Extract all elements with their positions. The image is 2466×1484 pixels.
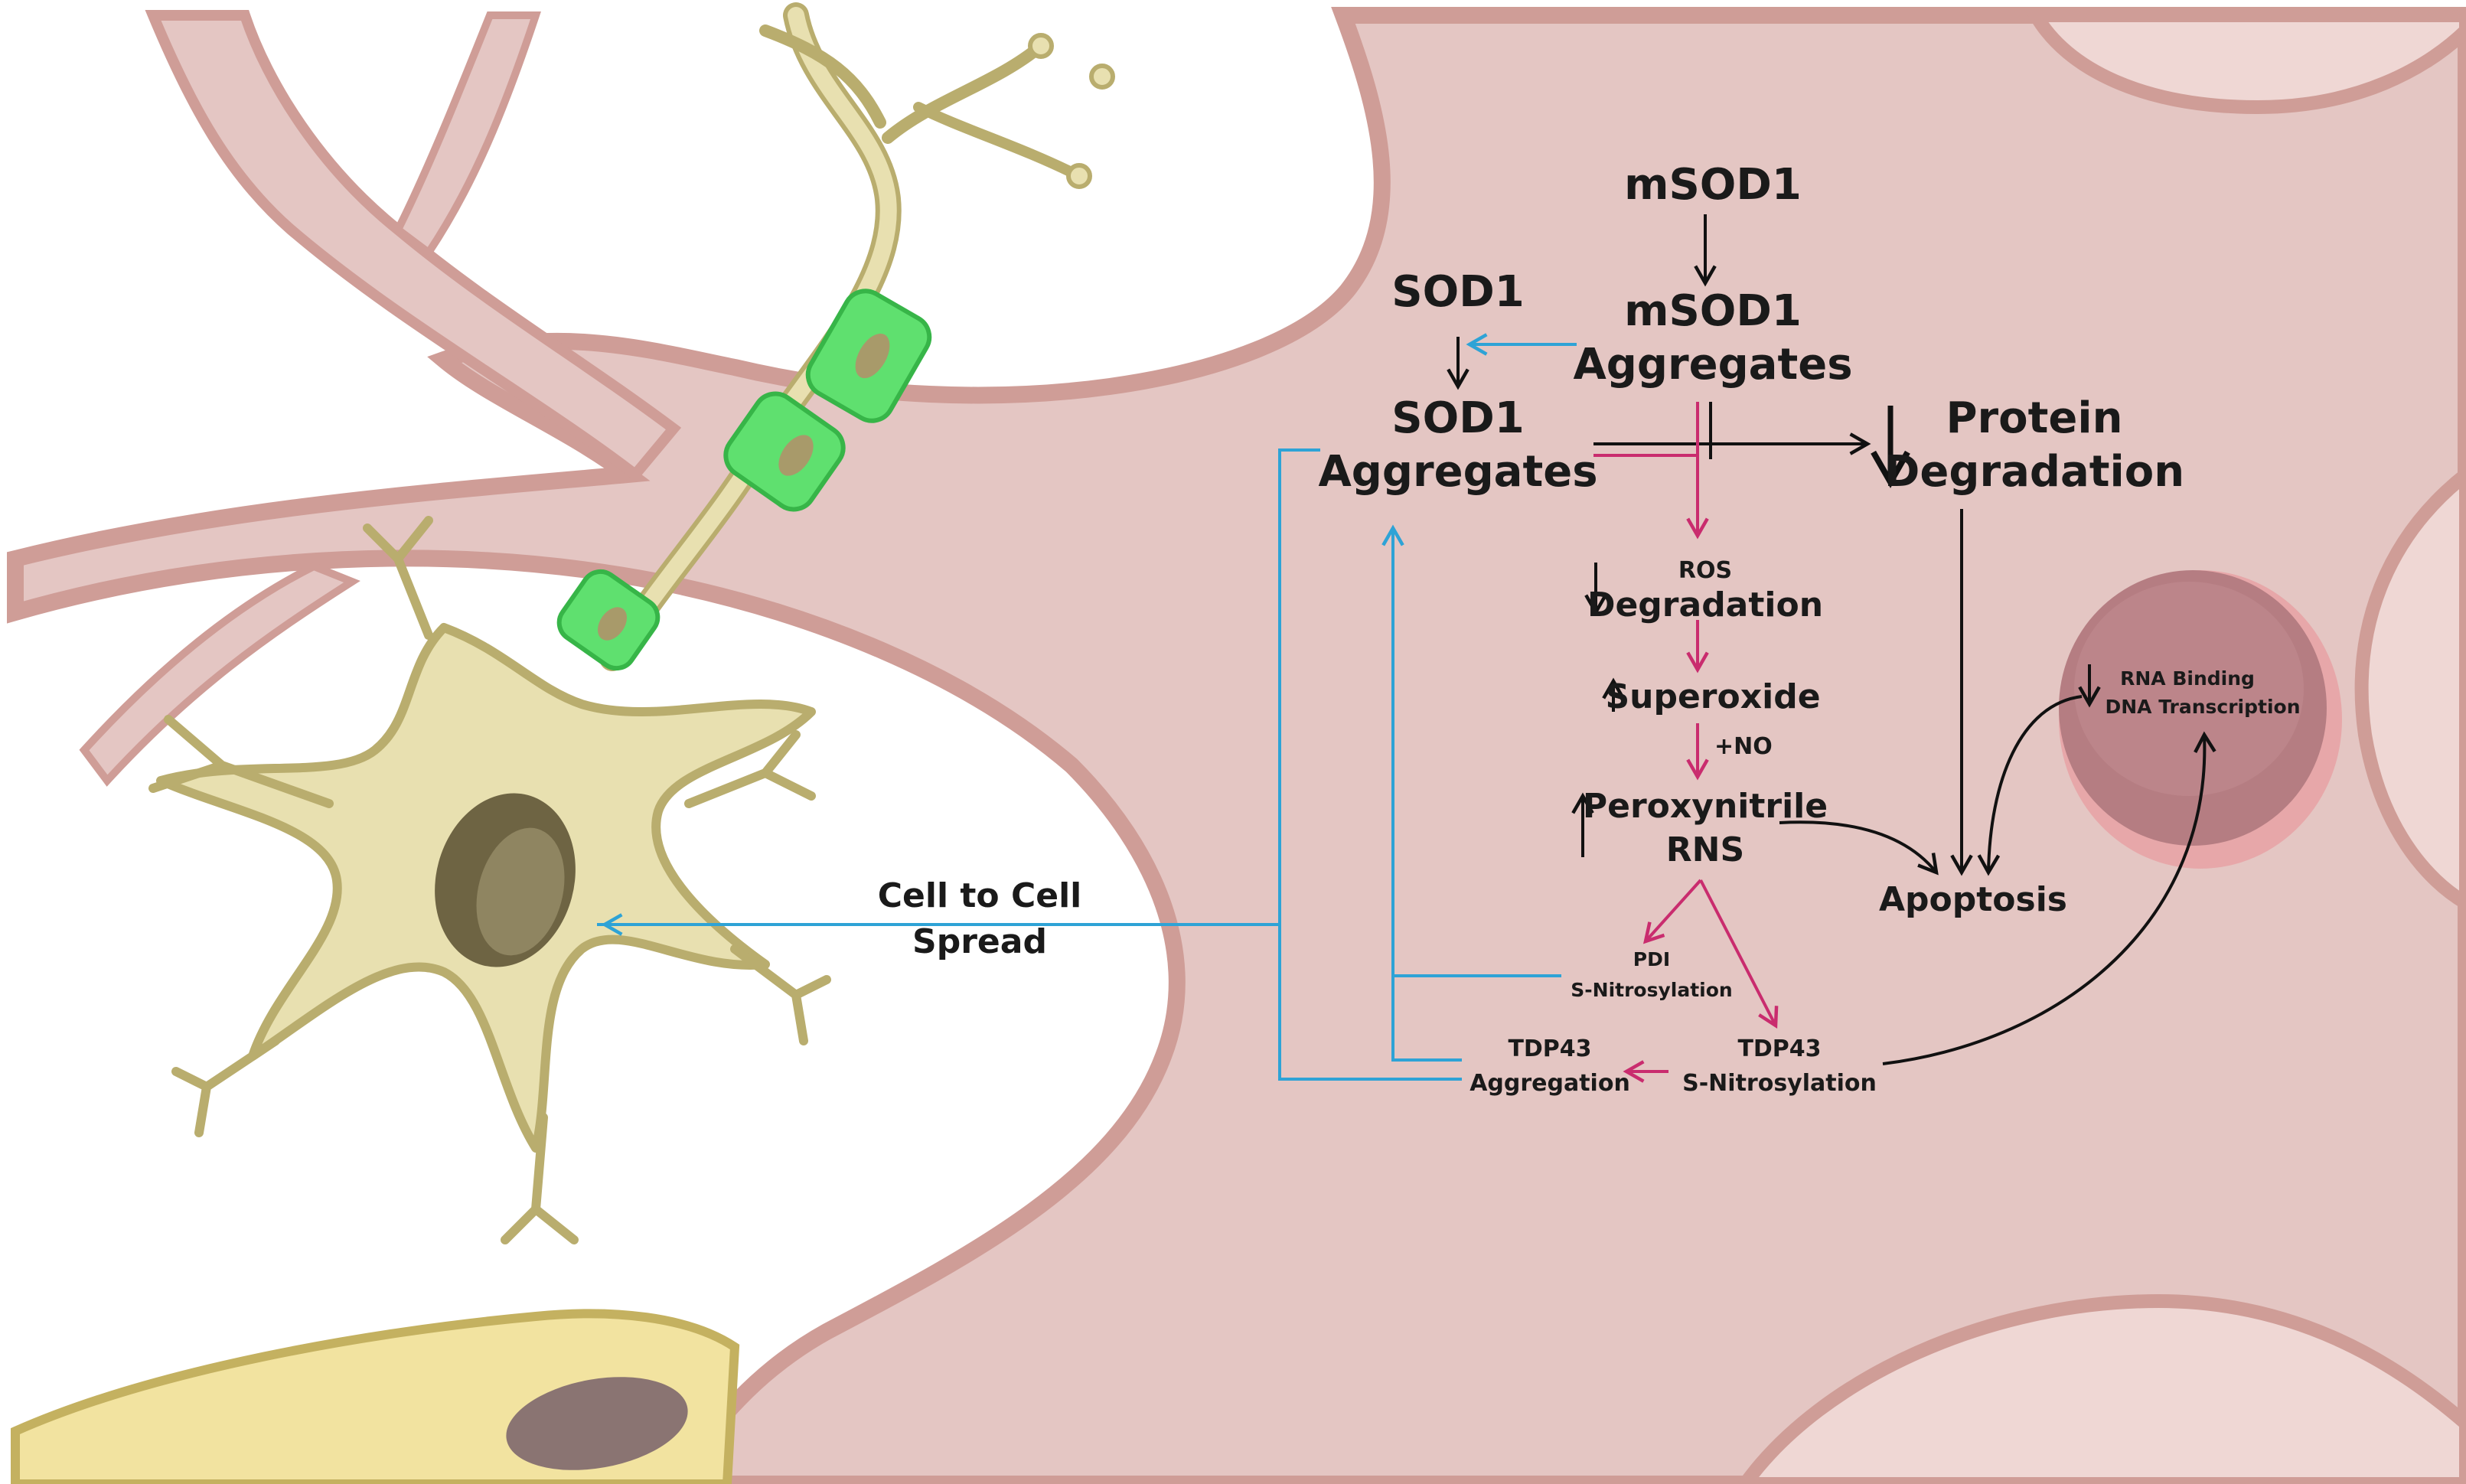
motor-neuron-body	[6, 7, 2466, 1484]
label-apoptosis: Apoptosis	[1879, 880, 2067, 919]
label-superoxide: Superoxide	[1605, 677, 1820, 716]
label-cell-to-cell-2: Spread	[912, 922, 1047, 961]
arrow-tdp43-to-nucleus	[1882, 731, 2216, 1065]
label-peroxynitrile-1: Peroxynitrile	[1583, 787, 1828, 826]
label-dna-transcription: DNA Transcription	[2105, 696, 2300, 718]
label-ros-1: ROS	[1678, 557, 1732, 584]
label-peroxynitrile-2: RNS	[1666, 830, 1744, 869]
pathway-arrows	[597, 214, 2216, 1083]
axon-with-myelin	[556, 2, 1115, 671]
label-msod1-aggregates-2: Aggregates	[1573, 340, 1852, 390]
neuron-nucleus	[2059, 570, 2342, 869]
arrow-pdi-to-sod1-aggregates	[1393, 528, 1561, 1062]
arrow-peroxynitrile-to-tdp43	[1699, 879, 1779, 1029]
label-rna-binding: RNA Binding	[2120, 667, 2255, 690]
arrow-nucleus-to-apoptosis	[1977, 695, 2083, 876]
label-protein-1: Protein	[1946, 393, 2123, 443]
neighbor-neuron	[148, 516, 831, 1244]
label-tdp43-agg-1: TDP43	[1508, 1036, 1591, 1062]
label-ros-2: Degradation	[1587, 585, 1823, 625]
label-msod1-aggregates-1: mSOD1	[1624, 286, 1802, 336]
label-pdi-2: S-Nitrosylation	[1571, 979, 1732, 1001]
label-plus-no: +NO	[1714, 733, 1773, 760]
arrow-to-ros-degradation	[1593, 402, 1698, 536]
label-sod1-aggregates-2: Aggregates	[1318, 447, 1597, 497]
arrow-peroxynitrile-to-apoptosis	[1779, 820, 1939, 876]
label-tdp43-sn-1: TDP43	[1737, 1036, 1821, 1062]
label-pdi-1: PDI	[1633, 948, 1670, 970]
label-msod1: mSOD1	[1624, 160, 1802, 210]
label-sod1: SOD1	[1391, 267, 1524, 317]
label-protein-2: Degradation	[1884, 447, 2184, 497]
label-cell-to-cell-1: Cell to Cell	[878, 876, 1082, 915]
pathway-labels: mSOD1 mSOD1 Aggregates SOD1 SOD1 Aggrega…	[878, 160, 2301, 1097]
label-sod1-aggregates-1: SOD1	[1391, 393, 1524, 443]
label-tdp43-agg-2: Aggregation	[1469, 1070, 1630, 1097]
glial-cell-bottom	[11, 1309, 740, 1484]
arrow-peroxynitrile-to-pdi	[1642, 879, 1702, 944]
label-tdp43-sn-2: S-Nitrosylation	[1682, 1070, 1877, 1097]
